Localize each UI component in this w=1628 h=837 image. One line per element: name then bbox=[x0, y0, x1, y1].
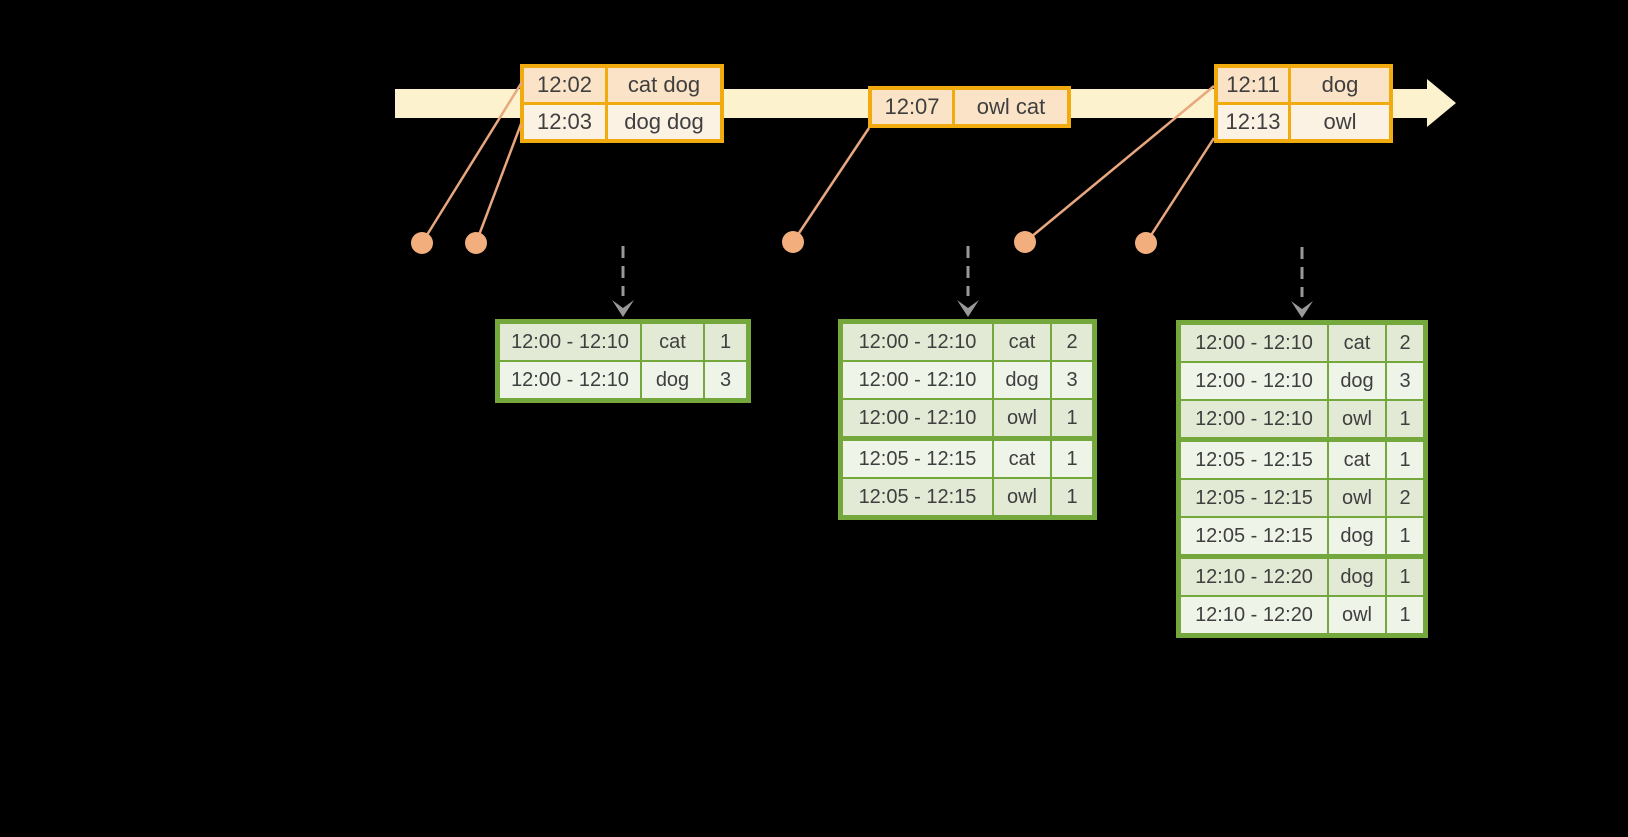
table-cell: 12:05 - 12:15 bbox=[1181, 442, 1327, 478]
table-cell: dog bbox=[1329, 559, 1385, 595]
table-cell: cat bbox=[642, 324, 703, 360]
table-cell: 3 bbox=[1387, 363, 1423, 399]
table-cell: dog bbox=[994, 362, 1050, 398]
table-cell: 12:00 - 12:10 bbox=[843, 400, 992, 436]
table-cell: 3 bbox=[1052, 362, 1092, 398]
table-cell: 12:00 - 12:10 bbox=[843, 362, 992, 398]
event-connector-line bbox=[791, 127, 871, 243]
table-cell: 12:13 bbox=[1218, 105, 1288, 139]
table-cell: cat bbox=[994, 324, 1050, 360]
table-cell: 12:00 - 12:10 bbox=[843, 324, 992, 360]
event-dot bbox=[411, 232, 433, 254]
table-cell: dog dog bbox=[608, 105, 720, 139]
table-cell: 2 bbox=[1387, 480, 1423, 516]
table-cell: 1 bbox=[1052, 479, 1092, 515]
table-cell: 1 bbox=[1387, 597, 1423, 633]
table-cell: 1 bbox=[1387, 559, 1423, 595]
table-cell: dog bbox=[1291, 68, 1389, 102]
event-dot bbox=[782, 231, 804, 253]
event-dot bbox=[465, 232, 487, 254]
table-cell: 12:02 bbox=[524, 68, 605, 102]
table-cell: 12:00 - 12:10 bbox=[1181, 401, 1327, 437]
table-cell: owl cat bbox=[955, 90, 1067, 124]
table-cell: owl bbox=[1329, 480, 1385, 516]
table-cell: 12:10 - 12:20 bbox=[1181, 597, 1327, 633]
table-cell: 2 bbox=[1052, 324, 1092, 360]
table-cell: owl bbox=[994, 479, 1050, 515]
table-cell: 12:05 - 12:15 bbox=[843, 479, 992, 515]
table-cell: owl bbox=[994, 400, 1050, 436]
table-cell: 2 bbox=[1387, 325, 1423, 361]
table-cell: dog bbox=[1329, 363, 1385, 399]
table-cell: 1 bbox=[705, 324, 746, 360]
table-cell: cat bbox=[994, 441, 1050, 477]
table-cell: dog bbox=[1329, 518, 1385, 554]
table-cell: 1 bbox=[1052, 441, 1092, 477]
table-cell: owl bbox=[1291, 105, 1389, 139]
trigger-arrowhead-icon bbox=[957, 300, 979, 317]
table-cell: 3 bbox=[705, 362, 746, 398]
event-connector-line bbox=[1144, 137, 1216, 244]
table-cell: owl bbox=[1329, 597, 1385, 633]
table-cell: 12:10 - 12:20 bbox=[1181, 559, 1327, 595]
trigger-arrowhead-icon bbox=[612, 300, 634, 317]
table-cell: cat bbox=[1329, 442, 1385, 478]
table-cell: 12:00 - 12:10 bbox=[500, 324, 640, 360]
table-cell: 12:03 bbox=[524, 105, 605, 139]
table-cell: 12:00 - 12:10 bbox=[1181, 363, 1327, 399]
table-cell: dog bbox=[642, 362, 703, 398]
event-dot bbox=[1135, 232, 1157, 254]
table-cell: 12:00 - 12:10 bbox=[500, 362, 640, 398]
table-cell: 12:11 bbox=[1218, 68, 1288, 102]
table-cell: 12:07 bbox=[872, 90, 952, 124]
timeline-arrowhead-icon bbox=[1427, 79, 1456, 127]
trigger-arrowhead-icon bbox=[1291, 301, 1313, 318]
table-cell: owl bbox=[1329, 401, 1385, 437]
table-cell: 1 bbox=[1387, 401, 1423, 437]
table-cell: cat dog bbox=[608, 68, 720, 102]
table-cell: 12:05 - 12:15 bbox=[843, 441, 992, 477]
table-cell: 1 bbox=[1387, 442, 1423, 478]
table-cell: 12:00 - 12:10 bbox=[1181, 325, 1327, 361]
table-cell: 12:05 - 12:15 bbox=[1181, 480, 1327, 516]
event-connector-line bbox=[420, 81, 524, 244]
event-connector-line bbox=[474, 123, 523, 244]
table-cell: 12:05 - 12:15 bbox=[1181, 518, 1327, 554]
event-dot bbox=[1014, 231, 1036, 253]
event-connector-line bbox=[1024, 85, 1215, 243]
table-cell: 1 bbox=[1052, 400, 1092, 436]
table-cell: 1 bbox=[1387, 518, 1423, 554]
table-cell: cat bbox=[1329, 325, 1385, 361]
